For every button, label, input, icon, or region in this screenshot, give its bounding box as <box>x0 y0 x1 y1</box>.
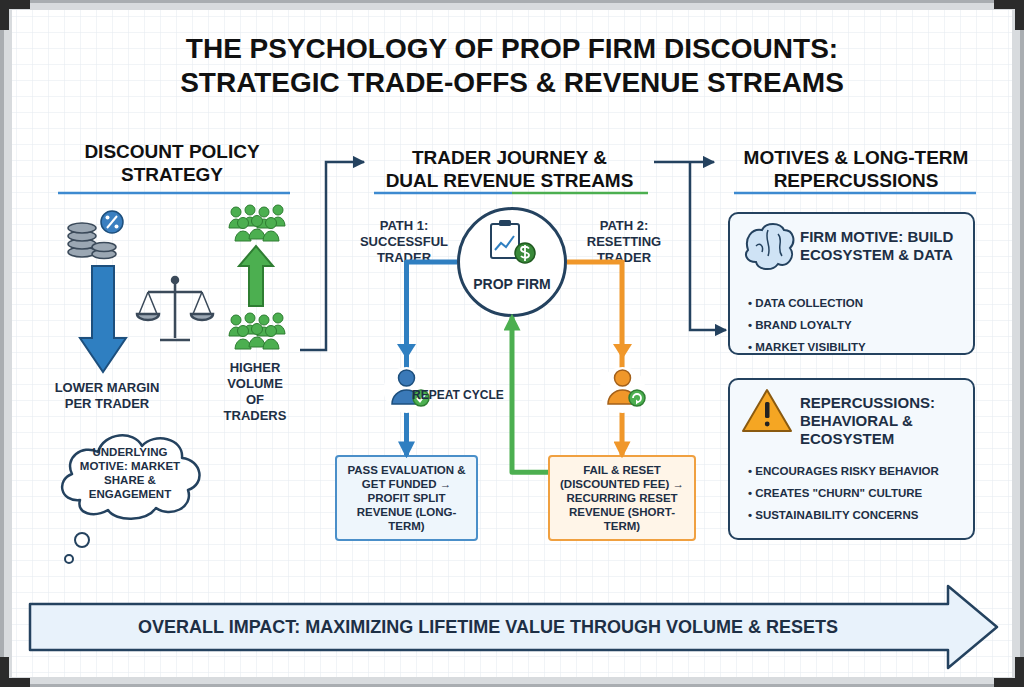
icon-caption: HIGHER VOLUME OF TRADERS <box>220 360 290 424</box>
shape-part <box>115 225 119 229</box>
frame-corner <box>0 0 30 30</box>
shape-part <box>174 282 177 338</box>
text-area: OVERALL IMPACT: MAXIMIZING LIFETIME VALU… <box>28 604 948 650</box>
shape-part <box>633 394 641 402</box>
column-heading: TRADER JOURNEY & DUAL REVENUE STREAMS <box>384 146 635 192</box>
shape-part <box>600 367 646 413</box>
shape-part <box>107 216 117 228</box>
shape-part <box>172 277 178 283</box>
thought-bubble <box>65 555 73 563</box>
shape-part <box>636 400 639 405</box>
trader-icon <box>600 367 646 413</box>
shape-part <box>68 239 96 249</box>
shape-part <box>191 314 213 320</box>
shape-part <box>68 231 96 241</box>
shape-part <box>608 390 637 404</box>
flow-connector <box>512 317 548 472</box>
text-area: UNDERLYING MOTIVE: MARKET SHARE & ENGAGE… <box>72 440 188 506</box>
bullet-item: • CREATES "CHURN" CULTURE <box>748 486 972 500</box>
column-heading: DISCOUNT POLICY STRATEGY <box>47 140 297 186</box>
frame-corner <box>994 657 1024 687</box>
diagram-title: THE PSYCHOLOGY OF PROP FIRM DISCOUNTS: S… <box>152 32 872 100</box>
path-label: PATH 1: SUCCESSFUL TRADER <box>358 218 450 266</box>
board-grid <box>12 10 1012 677</box>
node-text: FAIL & RESET (DISCOUNTED FEE) → RECURRIN… <box>558 463 686 533</box>
bullet-list: • ENCOURAGES RISKY BEHAVIOR • CREATES "CH… <box>748 464 972 530</box>
node-text: PASS EVALUATION & GET FUNDED → PROFIT SP… <box>345 463 468 533</box>
info-box: FIRM MOTIVE: BUILD ECOSYSTEM & DATA • DAT… <box>728 212 975 355</box>
bullet-item: • ENCOURAGES RISKY BEHAVIOR <box>748 464 972 478</box>
bullet-item: • SUSTAINABILITY CONCERNS <box>748 508 972 522</box>
impact-arrow-band: OVERALL IMPACT: MAXIMIZING LIFETIME VALU… <box>28 582 1000 672</box>
percent-coin-icon <box>101 211 123 233</box>
shape-part <box>68 247 96 257</box>
balance-scale-icon <box>137 277 213 340</box>
heading-underline <box>734 192 976 195</box>
shape-part <box>101 211 123 233</box>
crowd-icon <box>229 313 285 349</box>
shape-part <box>629 390 645 406</box>
shape-part <box>92 250 116 259</box>
shape-part <box>139 292 211 314</box>
box-heading: FIRM MOTIVE: BUILD ECOSYSTEM & DATA <box>800 228 962 264</box>
flow-connector <box>407 262 458 455</box>
shape-part <box>399 370 415 386</box>
coin-stack-icon <box>68 223 116 259</box>
hub-circle: PROP FIRM <box>457 207 567 317</box>
shape-part <box>229 313 285 349</box>
icon-caption: LOWER MARGIN PER TRADER <box>52 380 162 412</box>
crowd-icon <box>229 205 285 241</box>
bullet-item: • DATA COLLECTION <box>748 296 972 310</box>
shape-part <box>615 370 631 386</box>
outcome-box: PASS EVALUATION & GET FUNDED → PROFIT SP… <box>335 455 478 541</box>
heading-underline <box>512 192 648 195</box>
cloud-shape <box>62 435 199 518</box>
node-text: OVERALL IMPACT: MAXIMIZING LIFETIME VALU… <box>138 616 838 638</box>
shape-part <box>92 243 116 252</box>
shape-part <box>68 223 96 233</box>
shape-part <box>160 339 190 342</box>
arrow-shape <box>30 586 997 668</box>
flow-connector <box>567 262 622 455</box>
arrow-head <box>613 344 632 359</box>
arrow-head <box>397 344 416 359</box>
flow-arrow <box>300 162 364 350</box>
heading-underline <box>58 192 290 195</box>
down-arrow-icon <box>80 266 126 372</box>
frame-corner <box>0 657 30 687</box>
column-heading: MOTIVES & LONG-TERM REPERCUSSIONS <box>722 146 990 192</box>
flow-arrow <box>654 161 714 164</box>
thought-cloud: UNDERLYING MOTIVE: MARKET SHARE & ENGAGE… <box>50 422 210 522</box>
edge-label: REPEAT CYCLE <box>412 388 504 402</box>
frame-inner <box>4 3 1020 684</box>
frame-corner <box>994 0 1024 30</box>
bullet-item: • BRAND LOYALTY <box>748 318 972 332</box>
outcome-box: FAIL & RESET (DISCOUNTED FEE) → RECURRIN… <box>548 455 696 541</box>
shape-part <box>148 291 202 294</box>
bullet-list: • DATA COLLECTION • BRAND LOYALTY • MARKET… <box>748 296 972 362</box>
path-label: PATH 2: RESETTING TRADER <box>578 218 670 266</box>
flow-arrow <box>690 162 726 330</box>
shape-part <box>106 216 110 220</box>
thought-bubble <box>75 533 89 547</box>
shape-part <box>137 314 159 320</box>
info-box: REPERCUSSIONS: BEHAVIORAL & ECOSYSTEM • E… <box>728 378 975 540</box>
board-surface <box>12 10 1012 677</box>
box-heading: REPERCUSSIONS: BEHAVIORAL & ECOSYSTEM <box>800 394 962 448</box>
node-text: PROP FIRM <box>473 276 551 292</box>
node-text: UNDERLYING MOTIVE: MARKET SHARE & ENGAGE… <box>72 445 188 501</box>
bullet-item: • MARKET VISIBILITY <box>748 340 972 354</box>
heading-underline <box>374 192 512 195</box>
up-arrow-icon <box>239 246 273 306</box>
shape-part <box>229 205 285 241</box>
